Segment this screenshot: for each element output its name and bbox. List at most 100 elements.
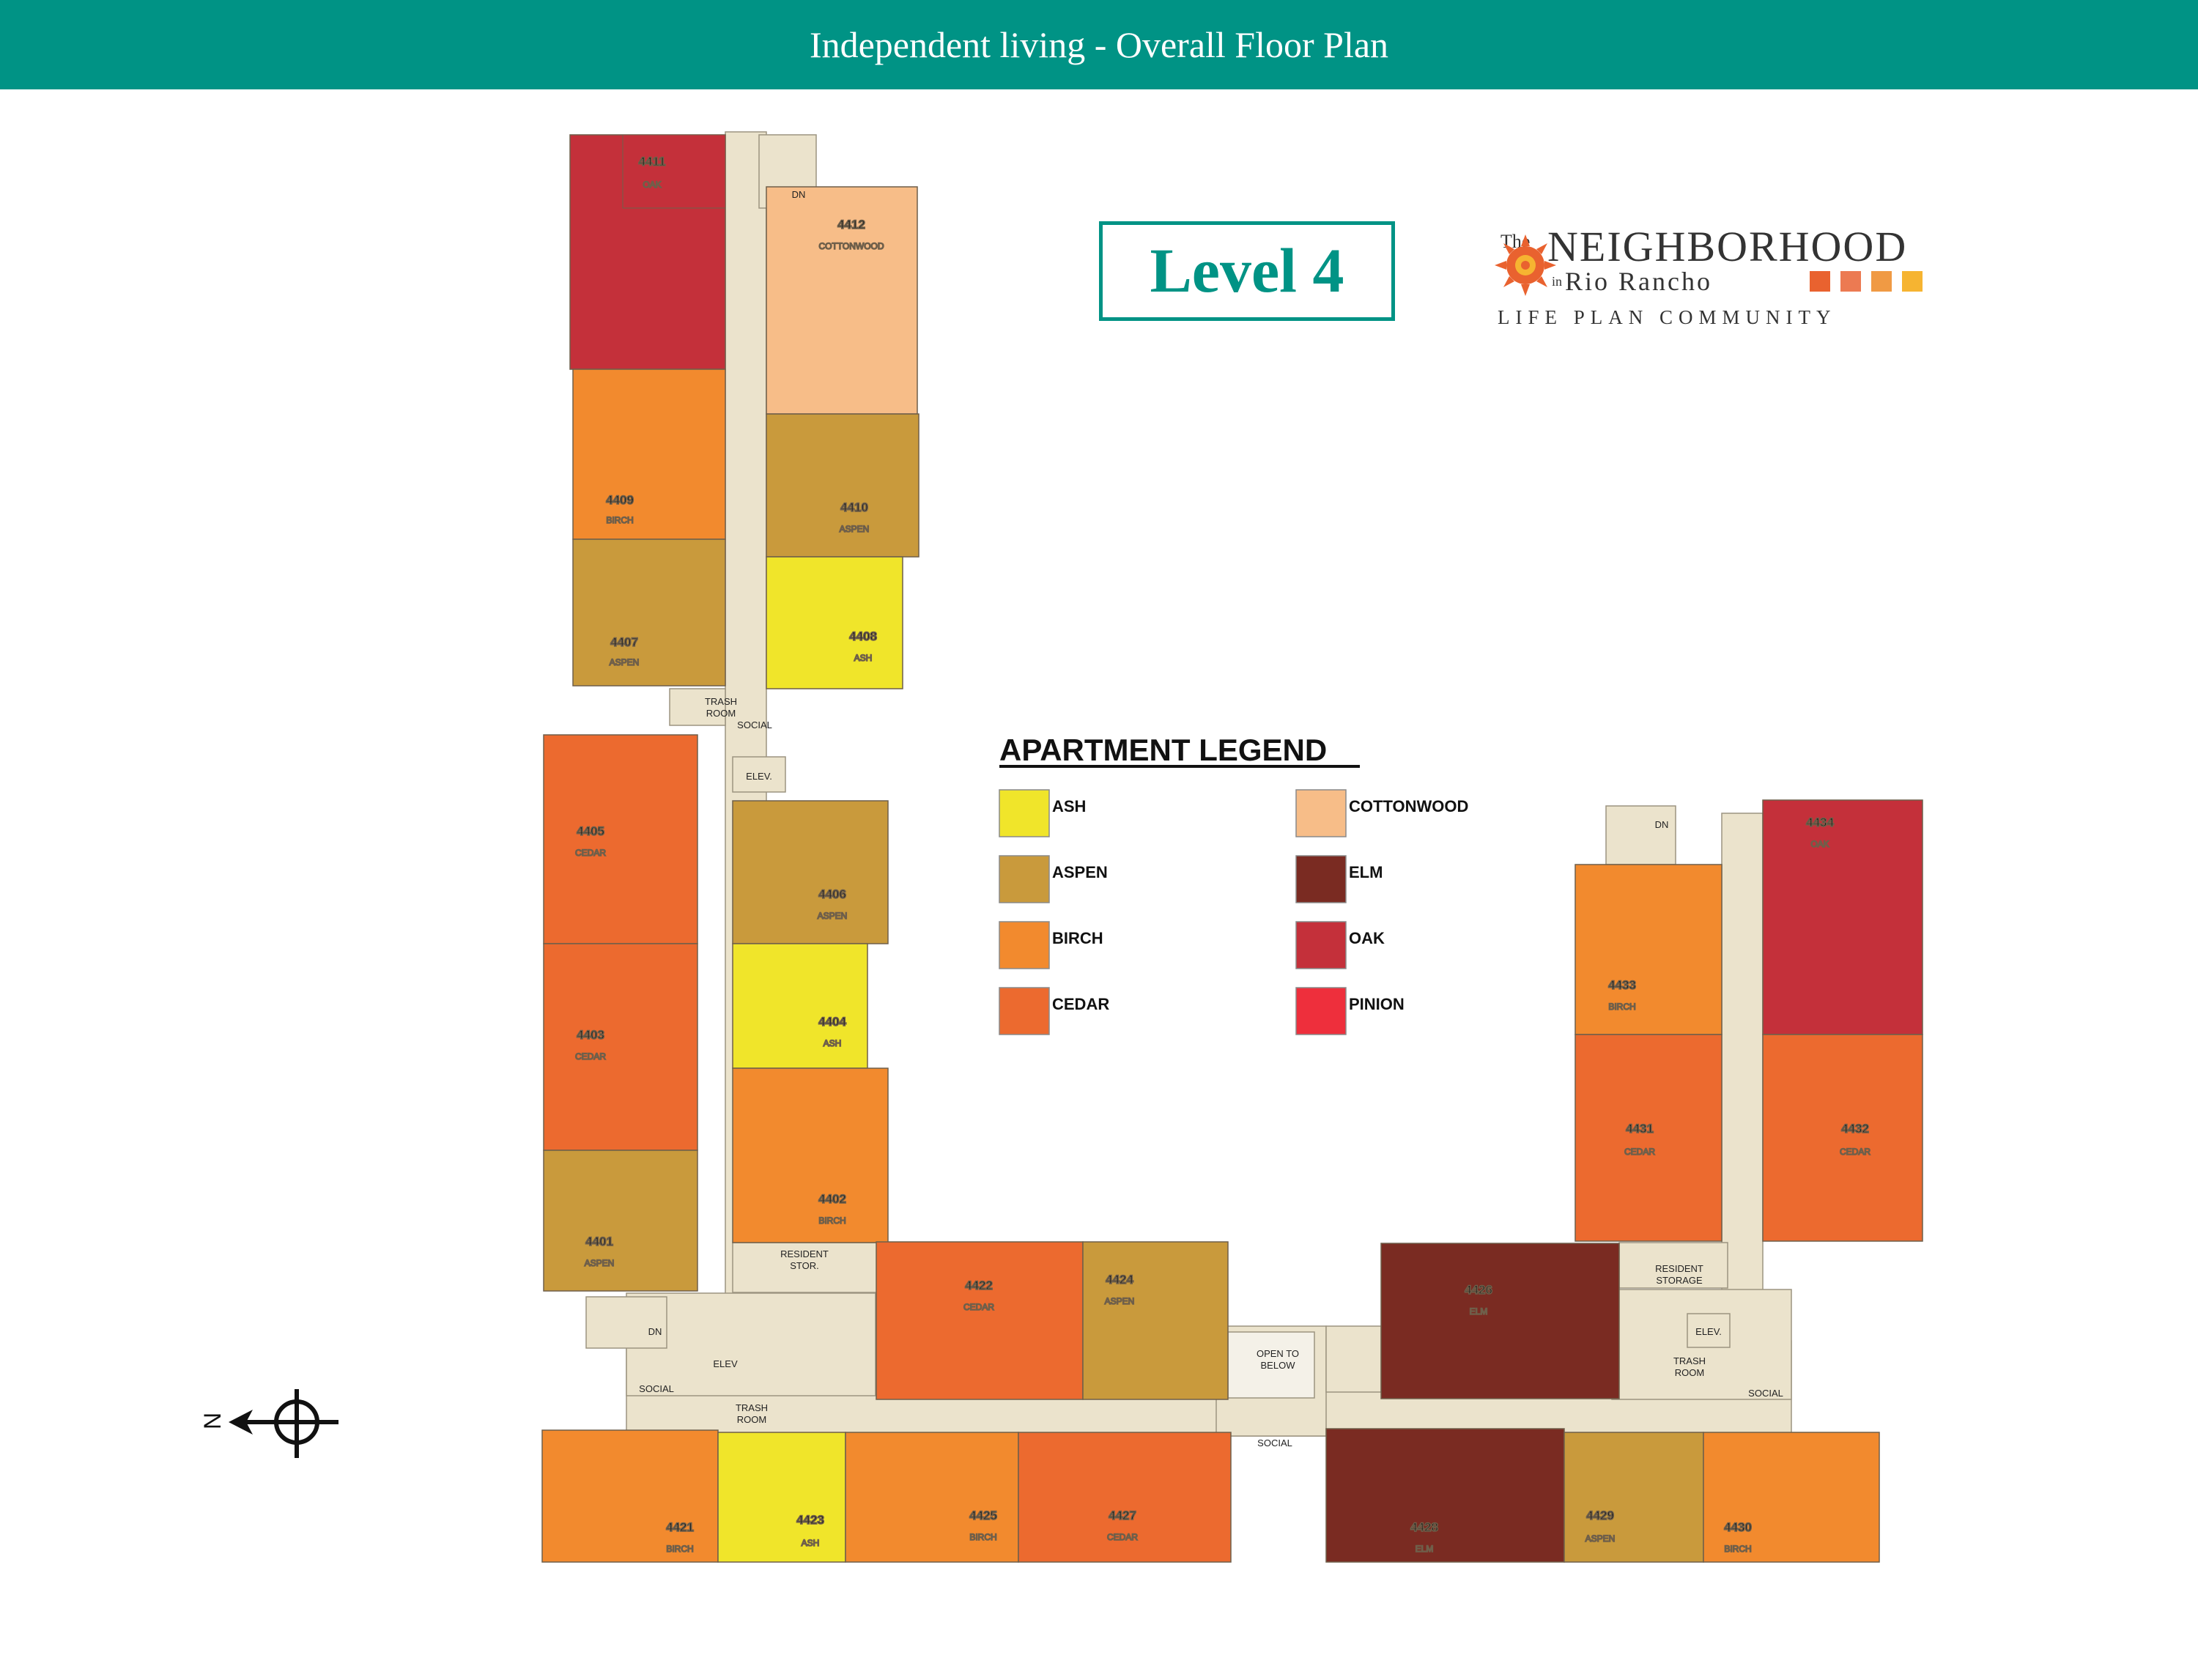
compass-letter: N bbox=[199, 1413, 226, 1429]
logo-place: Rio Rancho bbox=[1565, 267, 1712, 296]
elev-south bbox=[1687, 1313, 1731, 1348]
legend-swatch-aspen bbox=[999, 855, 1050, 903]
unit-type: ELM bbox=[1470, 1306, 1488, 1317]
unit-number: 4428 bbox=[1410, 1520, 1438, 1534]
unit-type: CEDAR bbox=[1107, 1532, 1138, 1542]
unit-4430: 4430 BIRCH bbox=[1703, 1432, 1880, 1563]
legend-swatch-cottonwood bbox=[1295, 789, 1347, 837]
legend-title: APARTMENT LEGEND bbox=[999, 733, 1327, 767]
logo-swatch-1 bbox=[1810, 271, 1830, 292]
north-arrow-icon: N bbox=[199, 1389, 338, 1458]
level-label: Level 4 bbox=[1150, 235, 1344, 306]
legend-label-cedar: CEDAR bbox=[1052, 995, 1109, 1013]
unit-4424: 4424 ASPEN bbox=[1082, 1241, 1229, 1400]
unit-4401: 4401 ASPEN bbox=[543, 1150, 698, 1292]
unit-number: 4434 bbox=[1806, 815, 1834, 829]
unit-number: 4406 bbox=[818, 887, 846, 901]
unit-type: BIRCH bbox=[606, 515, 633, 525]
unit-type: BIRCH bbox=[969, 1532, 996, 1542]
apartment-legend: APARTMENT LEGEND ASHASPENBIRCHCEDARCOTTO… bbox=[999, 733, 1468, 1035]
unit-type: BIRCH bbox=[1608, 1002, 1635, 1012]
label-stor-north: STOR. bbox=[790, 1260, 819, 1271]
stair-south bbox=[1605, 805, 1676, 865]
label-trash-room-south-1: TRASH bbox=[1673, 1355, 1706, 1366]
unit-type: ASH bbox=[802, 1538, 820, 1548]
unit-type: CEDAR bbox=[963, 1302, 994, 1312]
label-social-north: SOCIAL bbox=[737, 719, 772, 730]
unit-4408: 4408 ASH bbox=[766, 556, 903, 689]
units: 4411 OAK 4412 COTTONWOOD 4409 BIRCH 4410… bbox=[541, 134, 1923, 1563]
unit-number: 4412 bbox=[837, 218, 865, 232]
legend-label-birch: BIRCH bbox=[1052, 929, 1103, 947]
label-social-center: SOCIAL bbox=[1257, 1437, 1292, 1448]
unit-number: 4430 bbox=[1724, 1520, 1752, 1534]
trash-room-north bbox=[669, 688, 726, 726]
unit-number: 4426 bbox=[1465, 1283, 1492, 1297]
unit-number: 4424 bbox=[1106, 1273, 1133, 1287]
legend-label-pinion: PINION bbox=[1349, 995, 1405, 1013]
elev-north bbox=[732, 756, 786, 793]
unit-number: 4421 bbox=[666, 1520, 694, 1534]
logo-swatch-4 bbox=[1902, 271, 1923, 292]
label-elev-west: ELEV bbox=[713, 1358, 738, 1369]
legend-label-cottonwood: COTTONWOOD bbox=[1349, 797, 1468, 815]
unit-type: ASPEN bbox=[818, 911, 848, 921]
unit-type: COTTONWOOD bbox=[818, 241, 884, 251]
unit-4406: 4406 ASPEN bbox=[732, 800, 889, 944]
unit-type: ASH bbox=[854, 653, 873, 663]
unit-number: 4401 bbox=[585, 1235, 613, 1248]
unit-4423: 4423 ASH bbox=[717, 1432, 846, 1563]
unit-type: BIRCH bbox=[818, 1215, 845, 1226]
resident-storage-south bbox=[1618, 1242, 1728, 1289]
legend-swatch-oak bbox=[1295, 921, 1347, 969]
unit-type: CEDAR bbox=[575, 848, 606, 858]
legend-label-oak: OAK bbox=[1349, 929, 1385, 947]
logo-name: NEIGHBORHOOD bbox=[1547, 223, 1907, 270]
legend-swatch-pinion bbox=[1295, 987, 1347, 1035]
legend-label-aspen: ASPEN bbox=[1052, 863, 1108, 881]
unit-number: 4431 bbox=[1626, 1122, 1654, 1136]
unit-number: 4408 bbox=[849, 629, 877, 643]
unit-4433: 4433 BIRCH bbox=[1575, 864, 1722, 1035]
label-elev-south: ELEV. bbox=[1695, 1326, 1722, 1337]
lobby-north bbox=[626, 1292, 876, 1396]
page-title: Independent living - Overall Floor Plan bbox=[809, 24, 1389, 65]
unit-4429: 4429 ASPEN bbox=[1564, 1432, 1704, 1563]
unit-4412: 4412 COTTONWOOD bbox=[766, 186, 918, 415]
unit-type: CEDAR bbox=[575, 1051, 606, 1062]
unit-number: 4432 bbox=[1841, 1122, 1869, 1136]
unit-4431: 4431 CEDAR bbox=[1575, 1034, 1722, 1242]
unit-type: ASH bbox=[824, 1038, 842, 1048]
unit-type: OAK bbox=[643, 180, 661, 190]
open-to-below bbox=[1227, 1331, 1315, 1399]
legend-swatch-elm bbox=[1295, 855, 1347, 903]
label-trash-room-south-2: ROOM bbox=[1675, 1367, 1704, 1378]
unit-4411: 4411 OAK bbox=[569, 134, 726, 370]
unit-4427: 4427 CEDAR bbox=[1018, 1432, 1232, 1563]
unit-4402: 4402 BIRCH bbox=[732, 1067, 889, 1243]
legend-swatch-ash bbox=[999, 789, 1050, 837]
unit-4405: 4405 CEDAR bbox=[543, 734, 698, 944]
label-elev-north: ELEV. bbox=[746, 771, 772, 782]
logo-swatch-3 bbox=[1871, 271, 1892, 292]
unit-type: ASPEN bbox=[585, 1258, 615, 1268]
unit-4409: 4409 BIRCH bbox=[572, 369, 726, 540]
legend-swatch-cedar bbox=[999, 987, 1050, 1035]
label-resident-south: RESIDENT bbox=[1655, 1263, 1703, 1274]
unit-number: 4411 bbox=[639, 155, 666, 169]
unit-number: 4404 bbox=[818, 1015, 846, 1029]
label-dn-south: DN bbox=[1655, 819, 1669, 830]
level-badge: Level 4 bbox=[1099, 221, 1395, 321]
unit-type: ASPEN bbox=[1105, 1296, 1135, 1306]
header-bar: Independent living - Overall Floor Plan bbox=[0, 0, 2198, 89]
logo-swatch-2 bbox=[1840, 271, 1861, 292]
unit-4407: 4407 ASPEN bbox=[572, 539, 726, 687]
label-resident-north: RESIDENT bbox=[780, 1248, 829, 1259]
unit-type: BIRCH bbox=[666, 1544, 693, 1554]
logo-in: in bbox=[1552, 274, 1562, 289]
unit-type: OAK bbox=[1810, 839, 1829, 849]
resident-stor-north bbox=[732, 1242, 887, 1293]
unit-type: BIRCH bbox=[1724, 1544, 1751, 1554]
unit-number: 4423 bbox=[796, 1513, 824, 1527]
